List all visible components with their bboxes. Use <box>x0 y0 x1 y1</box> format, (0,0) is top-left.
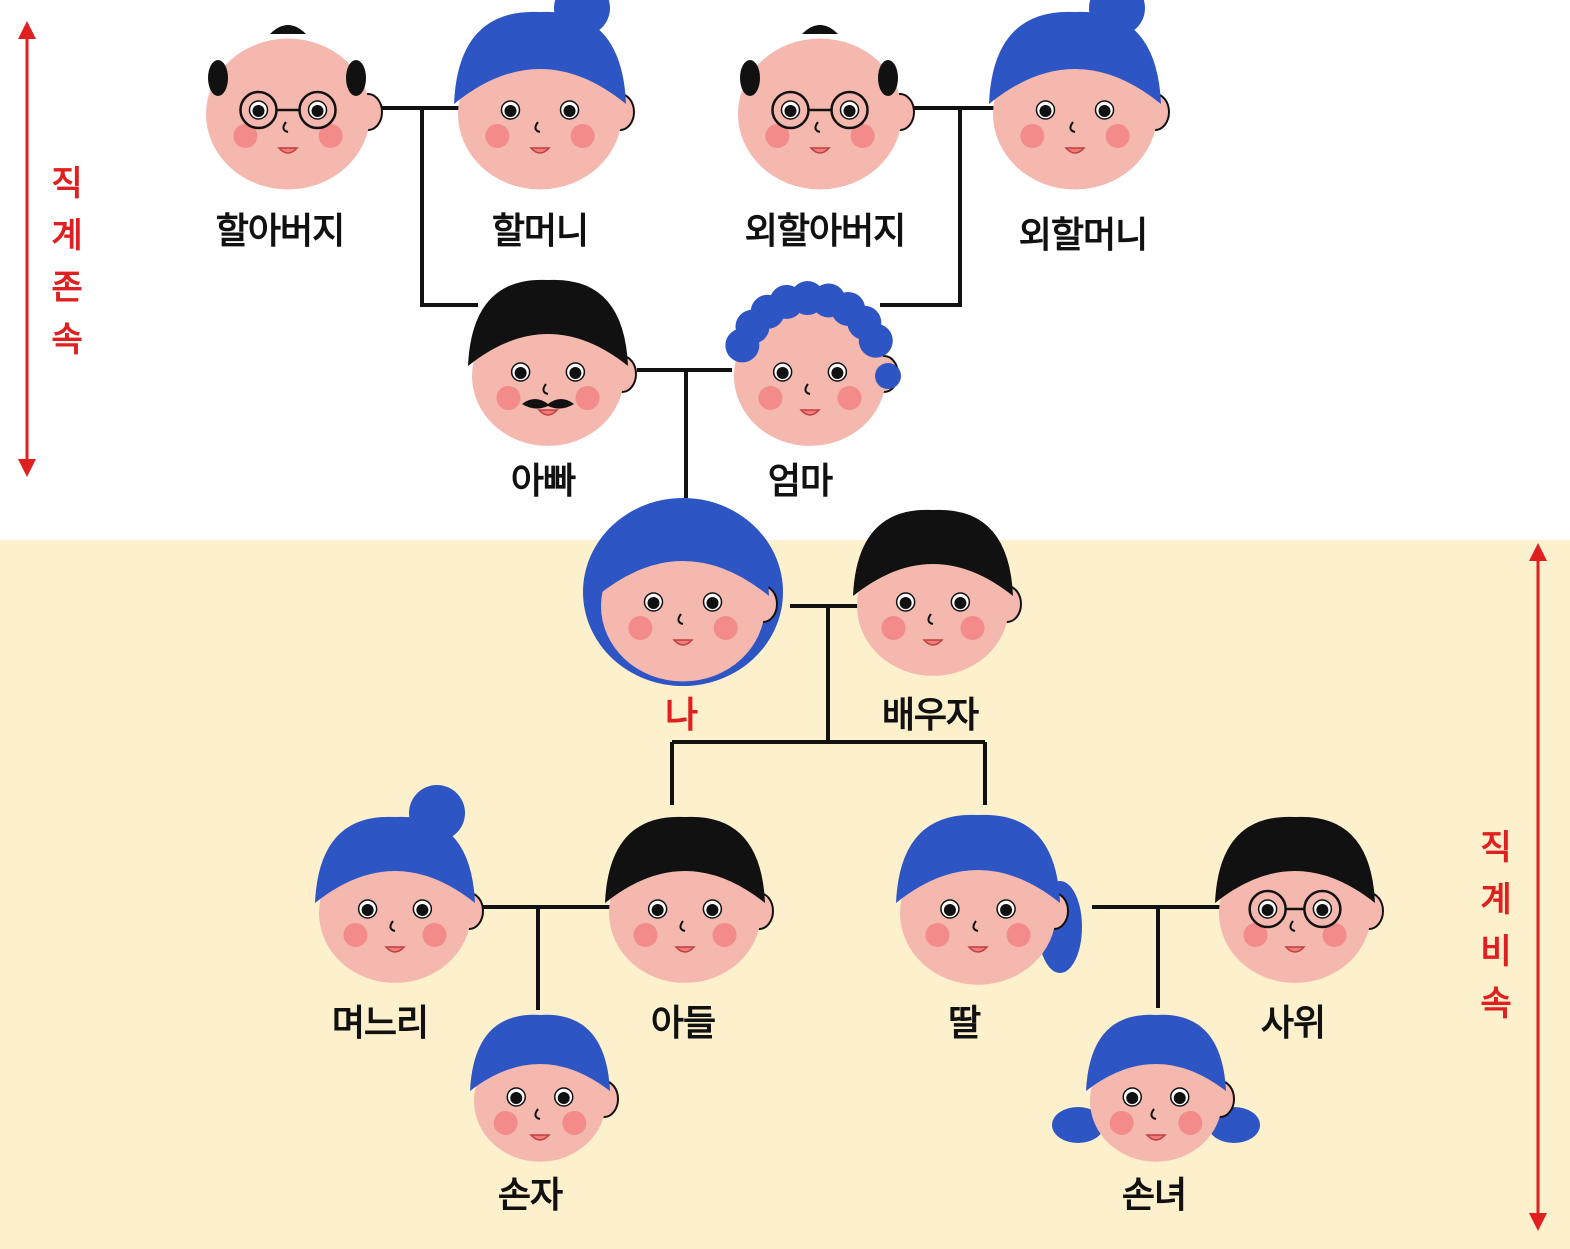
face-grandmother-maternal <box>989 0 1170 190</box>
connector-maternal-grandparents <box>880 106 1005 307</box>
label-me: 나 <box>664 695 698 736</box>
face-son <box>605 816 774 983</box>
label-daughter: 딸 <box>947 1003 981 1044</box>
label-grandmother-paternal: 할머니 <box>491 211 589 252</box>
connector-paternal-grandparents <box>380 106 478 307</box>
face-me <box>583 498 783 686</box>
face-grandfather-maternal <box>738 25 915 190</box>
label-grandson: 손자 <box>497 1175 563 1216</box>
connector-parents <box>637 368 732 498</box>
label-spouse: 배우자 <box>881 695 979 736</box>
face-grandfather-paternal <box>206 25 383 190</box>
face-son-in-law <box>1215 816 1384 983</box>
label-father: 아빠 <box>510 461 576 502</box>
connector-children <box>670 740 987 805</box>
label-granddaughter: 손녀 <box>1121 1175 1187 1216</box>
connector-daughter-couple <box>1092 905 1222 1008</box>
connector-son-couple <box>478 905 610 1010</box>
face-grandmother-paternal <box>454 0 635 190</box>
label-son: 아들 <box>650 1003 716 1044</box>
face-spouse <box>853 509 1022 676</box>
label-mother: 엄마 <box>767 461 833 502</box>
label-grandmother-maternal: 외할머니 <box>1018 215 1148 256</box>
connector-me-spouse <box>790 604 862 742</box>
face-granddaughter <box>1052 1014 1260 1162</box>
label-grandfather-paternal: 할아버지 <box>215 211 345 252</box>
connector-lines <box>380 106 1222 1010</box>
face-daughter <box>896 814 1082 985</box>
face-mother <box>725 281 901 446</box>
label-grandfather-maternal: 외할아버지 <box>744 211 907 252</box>
face-daughter-in-law <box>315 785 484 983</box>
label-daughter-in-law: 며느리 <box>331 1003 429 1044</box>
label-son-in-law: 사위 <box>1260 1003 1326 1044</box>
face-father <box>468 279 637 446</box>
face-grandson <box>470 1014 619 1162</box>
